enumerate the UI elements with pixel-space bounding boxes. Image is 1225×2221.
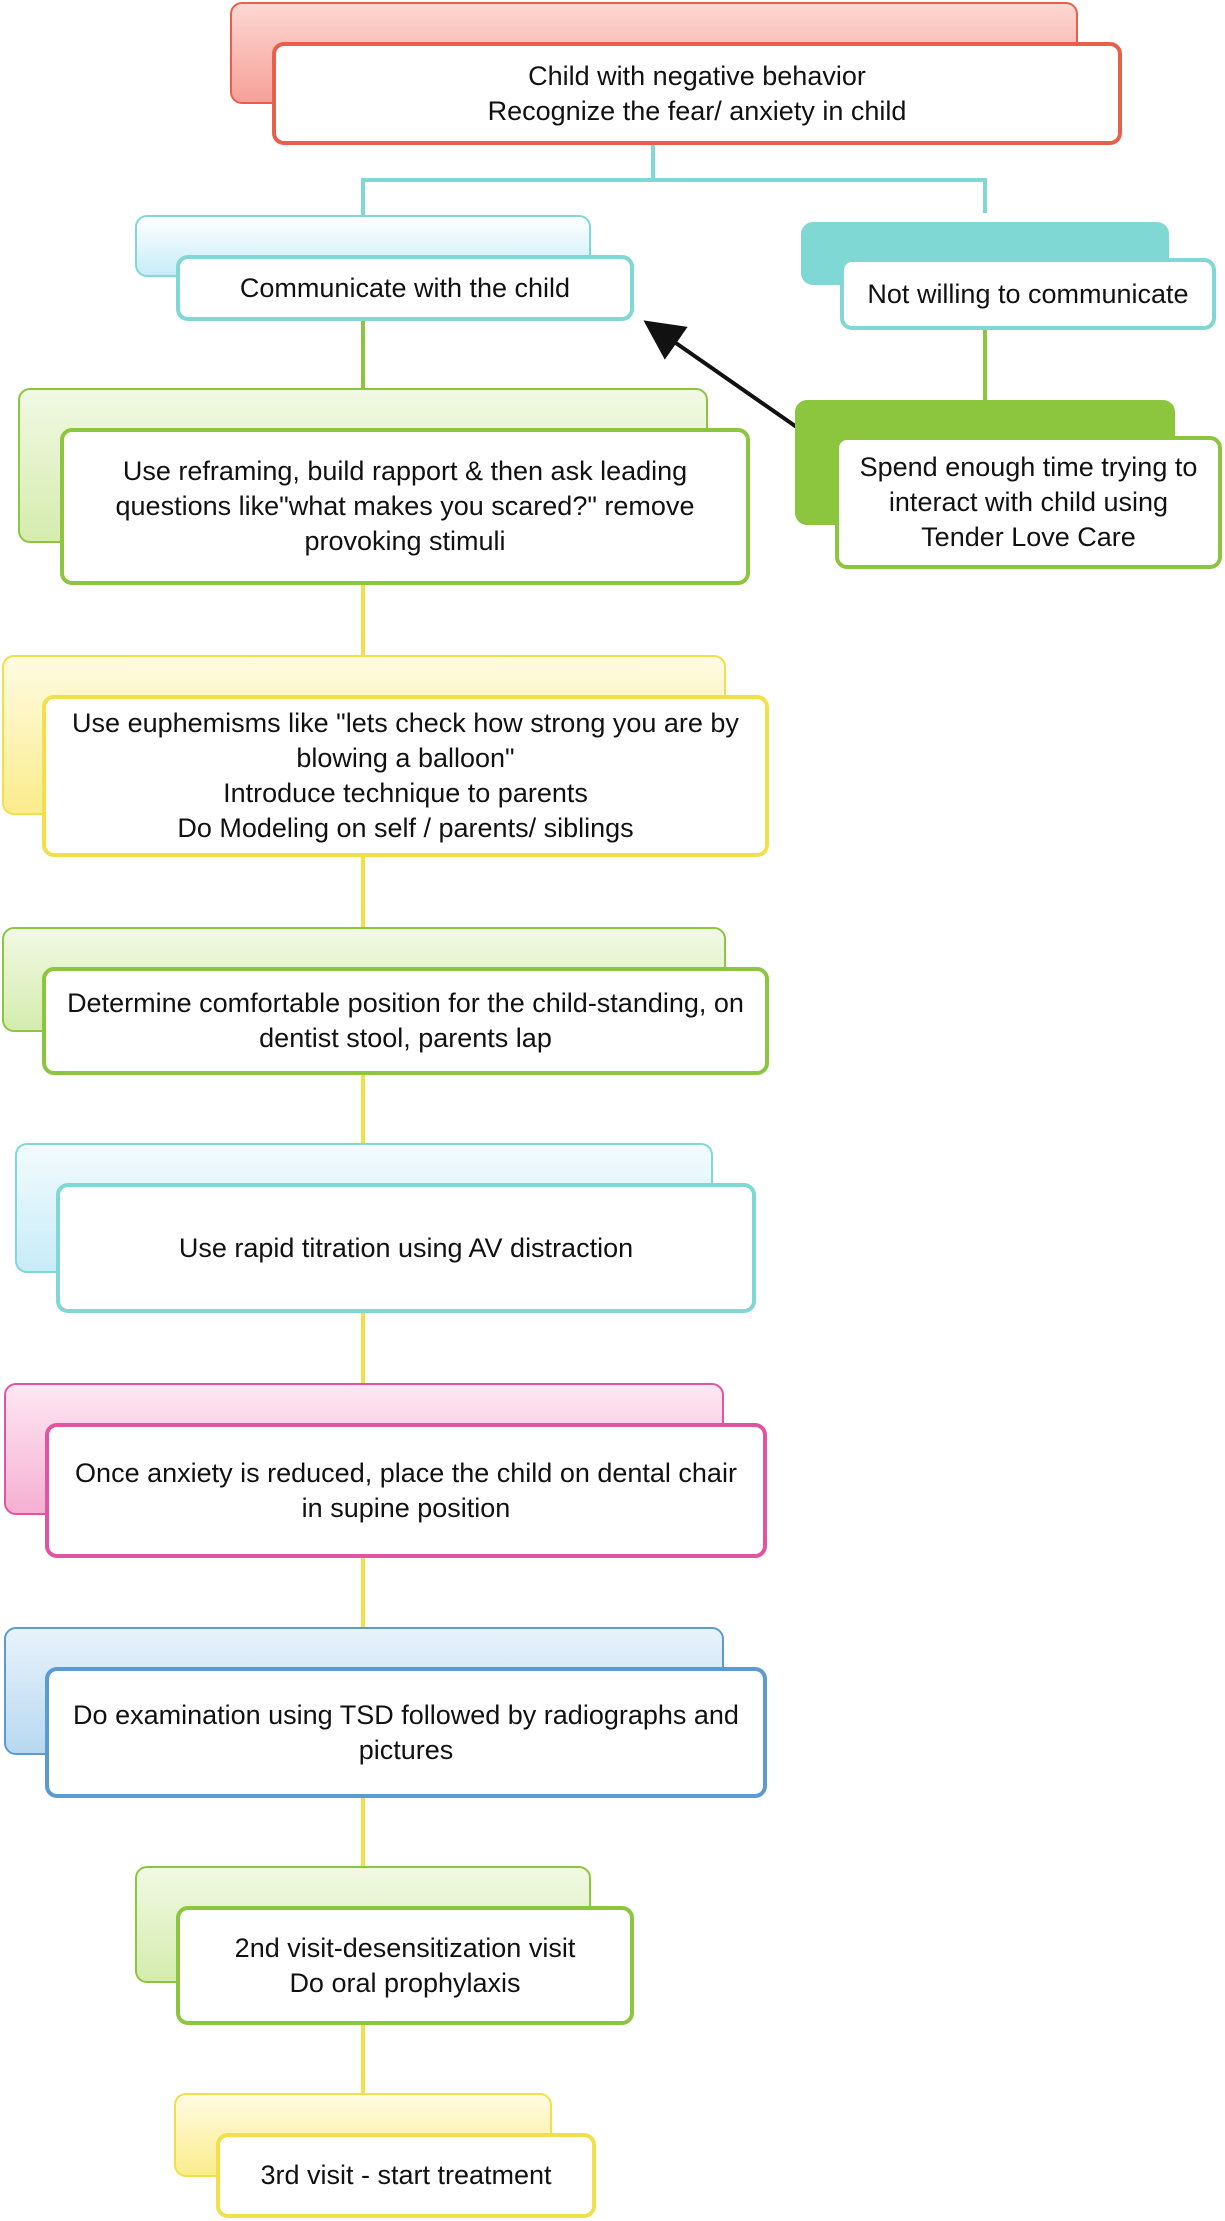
reframing-node: Use reframing, build rapport & then ask … — [60, 428, 750, 585]
not-willing-node: Not willing to communicate — [840, 258, 1216, 330]
reframing-node-text: Use reframing, build rapport & then ask … — [115, 456, 695, 556]
euphemisms-node: Use euphemisms like "lets check how stro… — [42, 695, 769, 857]
spend-time-node-text: Spend enough time trying to interact wit… — [859, 452, 1198, 552]
anxiety-reduced-node-text: Once anxiety is reduced, place the child… — [75, 1457, 737, 1523]
edge-start-to-not-willing — [653, 178, 987, 213]
examination-node: Do examination using TSD followed by rad… — [45, 1667, 767, 1798]
spend-time-node: Spend enough time trying to interact wit… — [835, 436, 1222, 569]
communicate-node: Communicate with the child — [176, 255, 634, 321]
titration-node: Use rapid titration using AV distraction — [56, 1183, 756, 1313]
edge-start-split — [361, 143, 655, 215]
position-node-text: Determine comfortable position for the c… — [67, 988, 744, 1053]
start-node-text: Child with negative behavior Recognize t… — [487, 60, 907, 126]
not-willing-node-text: Not willing to communicate — [867, 278, 1189, 309]
anxiety-reduced-node: Once anxiety is reduced, place the child… — [45, 1423, 767, 1558]
titration-node-text: Use rapid titration using AV distraction — [178, 1232, 634, 1263]
edge-spend-time-to-communicate-arrow — [643, 320, 800, 430]
second-visit-node-text: 2nd visit-desensitization visit Do oral … — [234, 1932, 576, 1998]
euphemisms-node-text: Use euphemisms like "lets check how stro… — [72, 708, 739, 843]
third-visit-node: 3rd visit - start treatment — [216, 2133, 596, 2218]
third-visit-node-text: 3rd visit - start treatment — [260, 2160, 552, 2190]
second-visit-node: 2nd visit-desensitization visit Do oral … — [176, 1906, 634, 2025]
position-node: Determine comfortable position for the c… — [42, 967, 769, 1075]
examination-node-text: Do examination using TSD followed by rad… — [73, 1699, 739, 1765]
start-node: Child with negative behavior Recognize t… — [272, 42, 1122, 145]
communicate-node-text: Communicate with the child — [239, 272, 571, 303]
